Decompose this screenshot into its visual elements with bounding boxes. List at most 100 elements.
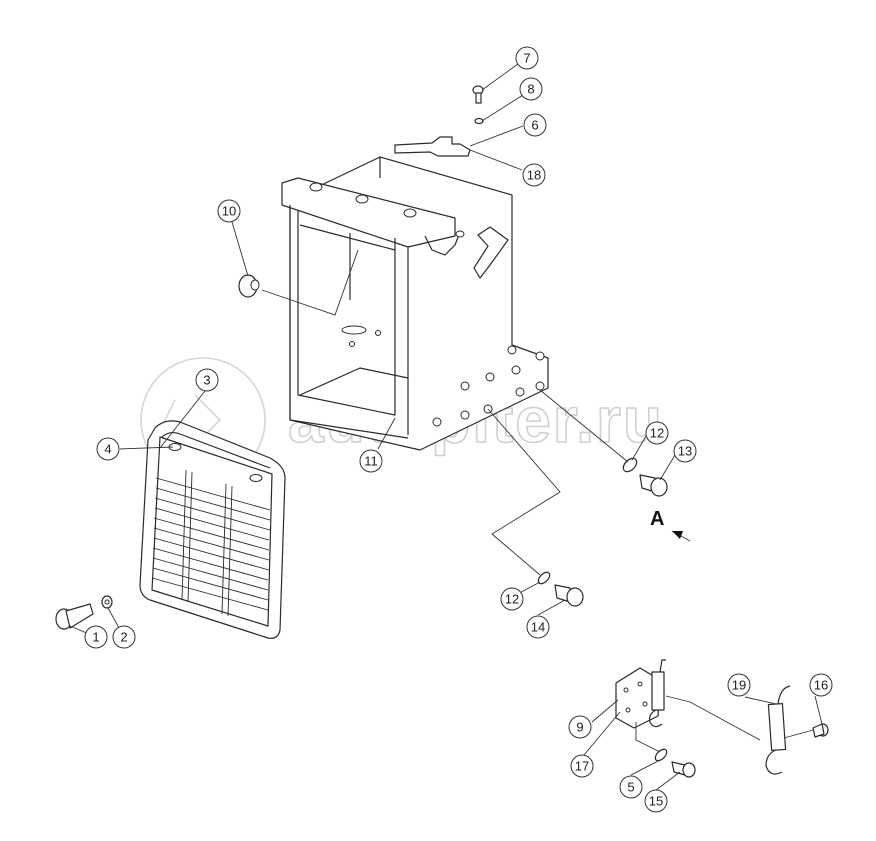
top-bracket-body [394, 136, 471, 157]
callouts: 1 2 3 4 5 6 7 8 9 10 11 12 12 13 14 15 1… [84, 46, 833, 813]
washer-8 [474, 117, 484, 125]
view-arrow-head [672, 531, 683, 539]
svg-text:1: 1 [92, 630, 99, 645]
callout-19: 19 [727, 673, 751, 697]
grille-hole [249, 474, 263, 482]
bolt-15-head [682, 762, 696, 778]
svg-text:19: 19 [732, 678, 746, 693]
frame-hole [432, 417, 442, 427]
frame-hole [507, 345, 517, 355]
svg-text:8: 8 [527, 82, 534, 97]
callout-7: 7 [515, 46, 539, 70]
frame-hole [455, 230, 465, 238]
callout-17: 17 [570, 754, 594, 778]
bolt-16-shank [812, 723, 825, 738]
grille-inner-frame [151, 436, 273, 627]
leader-frame-to-14 [487, 408, 561, 576]
callout-8: 8 [519, 77, 543, 101]
callout-10: 10 [217, 199, 241, 223]
svg-text:12: 12 [505, 592, 519, 607]
svg-text:9: 9 [576, 720, 583, 735]
callout-5: 5 [619, 775, 643, 799]
leader-hinge-bolt [783, 729, 814, 739]
frame-hole [349, 341, 355, 347]
bolt-head [566, 587, 584, 607]
frame-hole [535, 381, 545, 391]
hinge-hooks [649, 659, 666, 728]
frame-hole [515, 387, 525, 397]
frame-notch [424, 231, 461, 256]
bushing-bore [250, 279, 260, 291]
svg-text:13: 13 [678, 444, 692, 459]
hinge-hole [623, 687, 629, 693]
bolt-1 [55, 603, 94, 630]
callout-4: 4 [96, 437, 120, 461]
callout-16: 16 [809, 673, 833, 697]
frame-hole [355, 194, 369, 204]
callout-11: 11 [359, 449, 383, 473]
callout-12-right: 12 [645, 421, 669, 445]
frame-hole [460, 381, 470, 391]
hinge-hole [637, 681, 643, 687]
bolt-shank [475, 92, 482, 104]
svg-text:5: 5 [627, 780, 634, 795]
frame-hole [460, 410, 470, 420]
washer-12-bottom [537, 571, 551, 585]
svg-text:4: 4 [104, 442, 111, 457]
svg-text:3: 3 [203, 373, 210, 388]
leader-10-to-frame [261, 249, 359, 316]
frame-hole [309, 182, 323, 192]
frame-hole [485, 372, 495, 382]
hinge-plate-9 [615, 667, 661, 729]
frame-slot [341, 325, 367, 335]
svg-text:11: 11 [364, 454, 378, 469]
callout-18: 18 [522, 163, 546, 187]
bolt-13 [639, 474, 668, 497]
svg-text:18: 18 [527, 168, 541, 183]
svg-text:15: 15 [649, 794, 663, 809]
hinge-hole [625, 707, 631, 713]
washer-bore [104, 599, 110, 605]
callout-14: 14 [526, 615, 550, 639]
frame-top-beam [281, 177, 456, 248]
radiator-frame [281, 156, 549, 451]
frame-inner-edge [299, 224, 396, 251]
grille-slats [151, 469, 271, 617]
frame-hole [403, 208, 417, 218]
grille-outer-frame [139, 420, 286, 639]
svg-text:14: 14 [531, 620, 545, 635]
leader-hinge-link [665, 695, 761, 741]
hinge-barrel [651, 671, 665, 711]
frame-bottom-plate [299, 367, 409, 396]
callout-6: 6 [523, 113, 547, 137]
hinge-hole [642, 701, 648, 707]
svg-text:10: 10 [222, 204, 236, 219]
view-label: A [650, 508, 664, 530]
washer-12-right [622, 457, 638, 473]
callout-12-bottom: 12 [500, 587, 524, 611]
callout-2: 2 [112, 625, 136, 649]
top-bracket [394, 136, 471, 157]
hinge-barrel-19 [767, 702, 787, 752]
callout-1: 1 [84, 625, 108, 649]
frame-hole [535, 351, 545, 361]
svg-text:2: 2 [120, 630, 127, 645]
frame-left-post [289, 205, 409, 439]
hinge-assembly [615, 659, 829, 778]
svg-text:17: 17 [575, 759, 589, 774]
svg-text:7: 7 [523, 51, 530, 66]
svg-text:12: 12 [650, 426, 664, 441]
callout-3: 3 [195, 368, 219, 392]
hinge-hooks-19 [765, 685, 791, 775]
washer-5 [654, 748, 668, 762]
frame-hole [375, 330, 381, 336]
bolt-7 [472, 85, 484, 104]
svg-text:6: 6 [531, 118, 538, 133]
callout-15: 15 [644, 789, 668, 813]
bolt-shank [65, 603, 94, 629]
leader-hinge-washer [635, 722, 661, 753]
frame-hole [511, 365, 521, 375]
bolt-14 [554, 584, 584, 607]
bolt-head [650, 477, 668, 497]
